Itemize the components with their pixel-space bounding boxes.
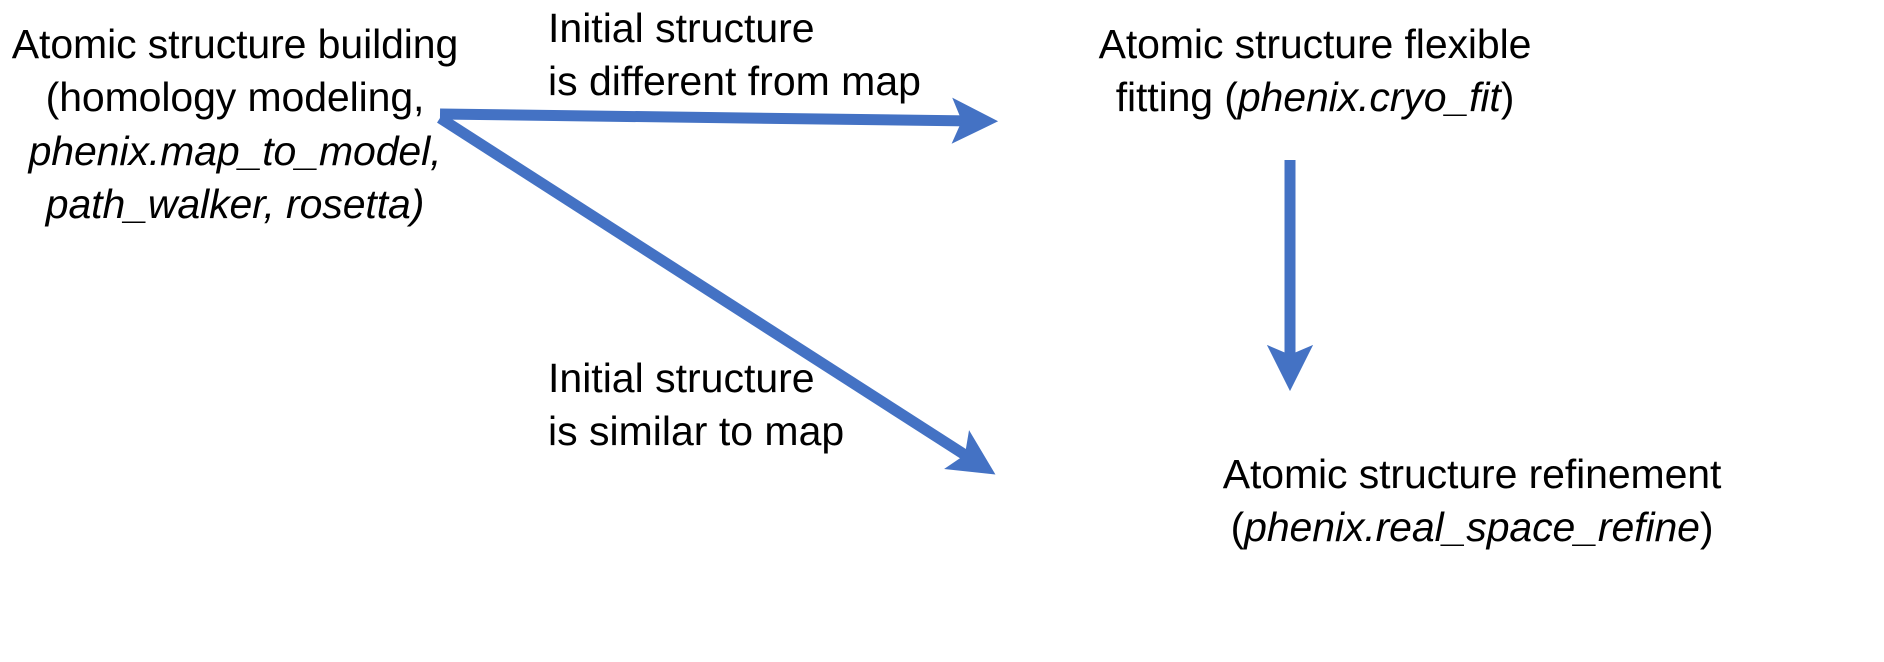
node-refine-line-2: (phenix.real_space_refine): [1060, 501, 1884, 554]
node-fit-line-1: Atomic structure flexible: [1098, 21, 1532, 67]
node-build-line-3: phenix.map_to_model,: [28, 127, 442, 174]
edge-label-different-line-1: Initial structure: [548, 5, 815, 51]
edge-label-different-line-2: is different from map: [548, 58, 921, 105]
node-build-line-4: path_walker, rosetta): [45, 180, 425, 227]
node-refine-line-1: Atomic structure refinement: [1222, 451, 1722, 497]
node-build-line-2: (homology modeling,: [45, 74, 425, 121]
node-atomic-structure-refinement: Atomic structure refinement (phenix.real…: [1060, 448, 1884, 555]
node-atomic-structure-flexible-fitting: Atomic structure flexible fitting (pheni…: [1070, 18, 1560, 125]
node-atomic-structure-building: Atomic structure building (homology mode…: [0, 18, 470, 231]
node-fit-line-2-text: fitting (: [1115, 74, 1238, 121]
node-fit-line-2-tail: ): [1500, 74, 1515, 121]
arrow-build-to-flexible-fit: [439, 97, 999, 144]
node-refine-program-name: phenix.real_space_refine: [1244, 504, 1700, 551]
node-fit-program-name: phenix.cryo_fit: [1237, 74, 1501, 121]
edge-label-similar-to-map: Initial structure is similar to map: [548, 352, 844, 459]
node-fit-line-2: fitting (phenix.cryo_fit): [1070, 71, 1560, 124]
edge-label-similar-line-1: Initial structure: [548, 355, 815, 401]
edge-label-different-from-map: Initial structure is different from map: [548, 2, 921, 109]
node-refine-line-2-tail: ): [1699, 504, 1714, 551]
node-refine-line-2-text: (: [1230, 504, 1245, 551]
edge-label-similar-line-2: is similar to map: [548, 408, 845, 455]
node-build-line-1: Atomic structure building: [11, 21, 459, 67]
